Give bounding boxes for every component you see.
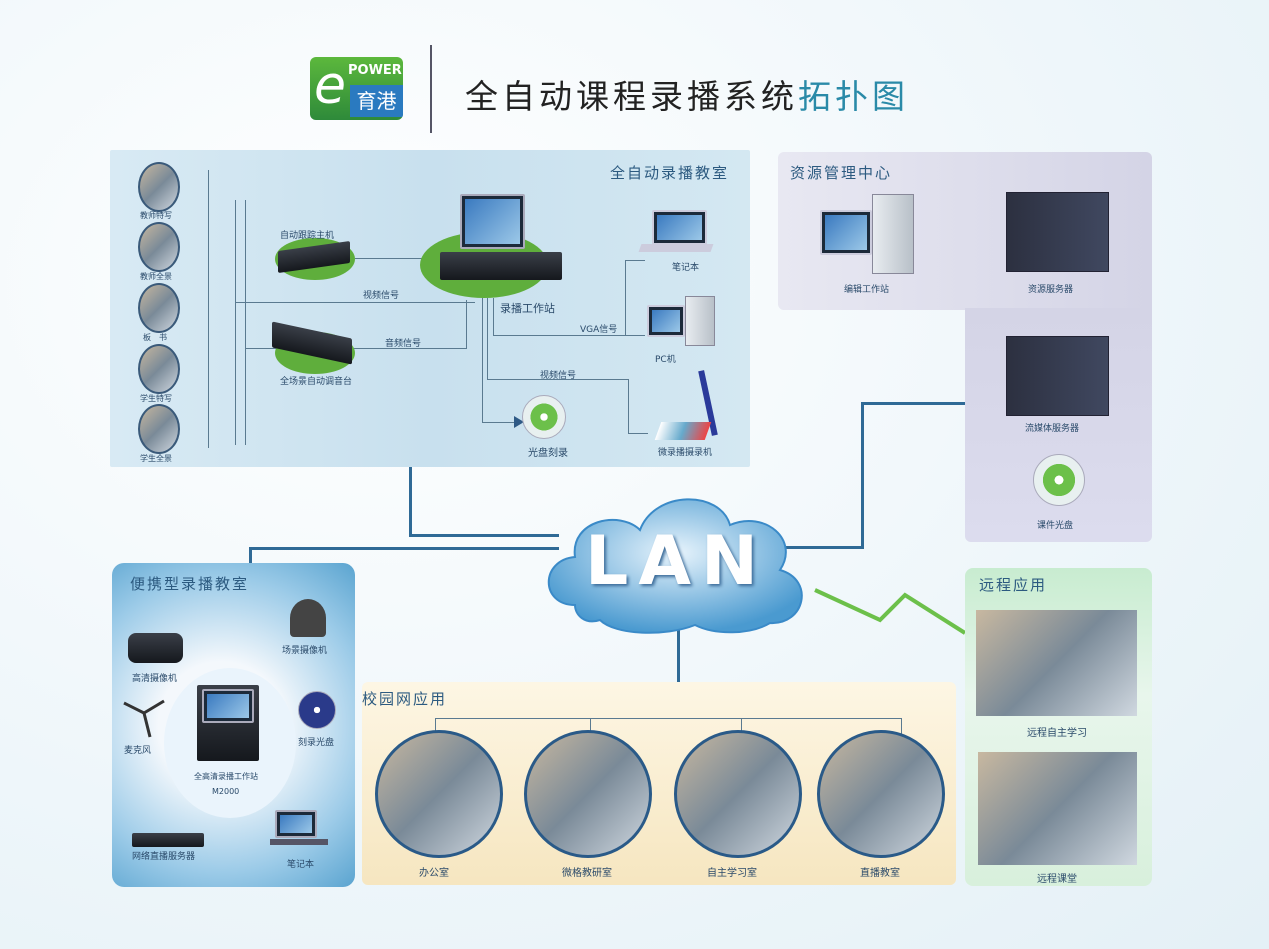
link-auto-room bbox=[409, 467, 412, 537]
microphone-icon[interactable] bbox=[120, 695, 168, 740]
resource-center-panel: 资源管理中心 编辑工作站 资源服务器 bbox=[778, 152, 1152, 310]
laptop[interactable] bbox=[652, 210, 707, 245]
workstation-monitor[interactable] bbox=[460, 194, 525, 249]
remote-classroom-photo[interactable] bbox=[978, 752, 1137, 865]
link-resource-v bbox=[861, 402, 864, 549]
campus-panel: 校园网应用 办公室 微格教研室 自主学习室 直播教室 bbox=[362, 682, 956, 885]
remote-self-study-photo[interactable] bbox=[976, 610, 1137, 716]
link-campus bbox=[677, 630, 680, 682]
lan-cloud bbox=[547, 498, 803, 634]
edit-station-monitor[interactable] bbox=[820, 210, 872, 255]
stream-server[interactable] bbox=[132, 833, 204, 847]
auto-room-panel: 全自动录播教室 教师特写 教师全景 板 书 学生特写 学生全景 自动跟踪主机 全… bbox=[110, 150, 750, 467]
burn-disc[interactable] bbox=[298, 691, 336, 729]
scene-camera[interactable] bbox=[290, 599, 326, 637]
lan-label: LAN bbox=[585, 522, 768, 601]
pc-monitor[interactable] bbox=[647, 305, 685, 337]
header-divider bbox=[430, 45, 432, 133]
camera-student-closeup[interactable] bbox=[138, 344, 180, 394]
resource-server[interactable] bbox=[1006, 192, 1109, 272]
campus-title: 校园网应用 bbox=[362, 690, 448, 708]
page-title: 全自动课程录播系统拓扑图 bbox=[465, 77, 909, 116]
streaming-server[interactable] bbox=[1006, 336, 1109, 416]
campus-office[interactable] bbox=[375, 730, 503, 858]
edit-station-tower[interactable] bbox=[872, 194, 914, 274]
logo-power: POWER bbox=[348, 63, 402, 78]
resource-center-title: 资源管理中心 bbox=[790, 164, 893, 182]
auto-room-title: 全自动录播教室 bbox=[610, 164, 730, 182]
camera-student-wide[interactable] bbox=[138, 404, 180, 454]
link-portable-v bbox=[249, 547, 252, 565]
recording-workstation[interactable] bbox=[440, 252, 562, 280]
camera-blackboard[interactable] bbox=[138, 283, 180, 333]
camera-teacher-wide[interactable] bbox=[138, 222, 180, 272]
camera-teacher-closeup[interactable] bbox=[138, 162, 180, 212]
resource-center-lower: 流媒体服务器 课件光盘 bbox=[965, 308, 1152, 542]
hd-camera[interactable] bbox=[128, 633, 183, 663]
logo: e POWER 育港 bbox=[310, 57, 403, 120]
portable-room-title: 便携型录播教室 bbox=[130, 575, 250, 593]
disc-burn[interactable] bbox=[522, 395, 566, 439]
pc-tower[interactable] bbox=[685, 296, 715, 346]
campus-live-classroom[interactable] bbox=[817, 730, 945, 858]
link-portable bbox=[249, 547, 559, 550]
campus-self-study[interactable] bbox=[674, 730, 802, 858]
portable-laptop[interactable] bbox=[275, 810, 317, 838]
wireless-link bbox=[814, 588, 967, 635]
portable-room-panel: 便携型录播教室 高清摄像机 场景摄像机 麦克风 刻录光盘 全高清录播工作站 M2… bbox=[112, 563, 355, 887]
course-disc[interactable] bbox=[1033, 454, 1085, 506]
campus-microteaching[interactable] bbox=[524, 730, 652, 858]
link-auto-room-h bbox=[409, 534, 559, 537]
logo-brand: 育港 bbox=[350, 85, 403, 117]
remote-panel: 远程应用 远程自主学习 远程课堂 bbox=[965, 568, 1152, 886]
link-resource bbox=[778, 546, 864, 549]
link-resource-h bbox=[861, 402, 966, 405]
remote-title: 远程应用 bbox=[979, 576, 1048, 594]
